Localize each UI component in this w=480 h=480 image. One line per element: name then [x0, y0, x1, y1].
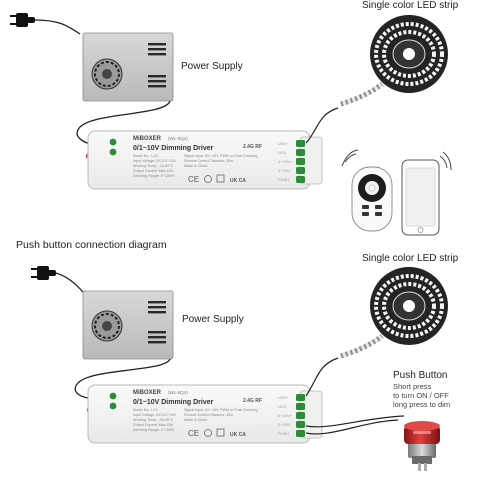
driver-spec: Remote Control Distance: 30m — [184, 413, 233, 417]
driver-spec: Input Voltage: DC12V~24V — [133, 159, 177, 163]
led-strip-reel — [340, 15, 448, 107]
psu-output-wire — [74, 358, 171, 400]
svg-text:PUSH: PUSH — [278, 177, 289, 182]
power-plug-icon — [10, 13, 35, 27]
driver-spec: Made in China — [184, 164, 207, 168]
power-plug-icon — [31, 266, 56, 280]
push-button-diagram-title: Push button connection diagram — [16, 239, 167, 251]
power-supply-unit — [82, 290, 174, 360]
push-button-instruction: long press to dim — [393, 400, 450, 409]
svg-text:0~10V+: 0~10V+ — [278, 159, 293, 164]
mains-cable — [55, 272, 84, 293]
driver-spec: Output Current: Max 10A — [133, 423, 174, 427]
driver-spec: Signal Input: 0/1~10V, PWM or Push Dimmi… — [184, 408, 257, 412]
driver-spec: Working Temp.: -20-60°C — [133, 164, 174, 168]
output-terminals — [296, 140, 305, 183]
output-terminals — [296, 394, 305, 437]
push-button-wire — [305, 419, 399, 435]
ukca-mark-icon: UK CA — [230, 178, 246, 184]
driver-freq: 2.4G RF — [243, 144, 262, 150]
push-button-icon — [404, 421, 440, 471]
svg-text:LED+: LED+ — [278, 395, 289, 400]
driver-name: 0/1~10V Dimming Driver — [133, 145, 214, 152]
push-button-title: Push Button — [393, 370, 447, 381]
output-wire — [305, 107, 339, 144]
dimming-driver: LED+ LED- 0~10V+ 0~10V- PUSH MiBOXER (WL-5Q… — [87, 130, 323, 190]
driver-spec: Made in China — [184, 418, 207, 422]
input-terminal — [109, 138, 117, 156]
push-button-instruction: Short press — [393, 382, 432, 391]
driver-spec: Dimming Range: 0~100% — [133, 174, 175, 178]
svg-text:0~10V-: 0~10V- — [278, 422, 291, 427]
driver-model: (WL-5Q4) — [168, 136, 188, 141]
push-button-instruction: to turn ON / OFF — [393, 391, 449, 400]
top-diagram: LED+ LED- 0~10V+ 0~10V- PUSH MiBOXER (WL-5Q… — [10, 0, 459, 236]
driver-brand: MiBOXER — [133, 136, 162, 142]
driver-spec: Remote Control Distance: 30m — [184, 159, 233, 163]
power-supply-label: Power Supply — [181, 61, 243, 72]
psu-output-wire — [76, 100, 171, 146]
driver-brand: MiBOXER — [133, 390, 162, 396]
driver-spec: Model No.: LS4 — [133, 408, 158, 412]
ukca-mark-icon: UK CA — [230, 432, 246, 438]
push-button-wire — [305, 415, 405, 428]
svg-text:0~10V+: 0~10V+ — [278, 413, 293, 418]
mains-cable — [34, 19, 81, 35]
remote-control-icon — [341, 149, 393, 232]
output-wire — [305, 357, 339, 397]
driver-spec: Working Temp.: -20-60°C — [133, 418, 174, 422]
svg-text:LED-: LED- — [278, 404, 288, 409]
ce-mark-icon: CE — [188, 429, 199, 438]
driver-freq: 2.4G RF — [243, 398, 262, 404]
smartphone-icon — [401, 151, 452, 236]
svg-text:LED+: LED+ — [278, 141, 289, 146]
svg-text:LED-: LED- — [278, 150, 288, 155]
bottom-diagram: Push button connection diagram Power Sup… — [16, 239, 459, 471]
led-strip-label: Single color LED strip — [362, 253, 459, 264]
power-supply-unit — [82, 32, 174, 102]
driver-name: 0/1~10V Dimming Driver — [133, 399, 214, 406]
input-terminal — [109, 392, 117, 410]
power-supply-label: Power Supply — [182, 314, 244, 325]
driver-spec: Dimming Range: 0~100% — [133, 428, 175, 432]
led-strip-reel — [340, 267, 448, 359]
driver-spec: Output Current: Max 10A — [133, 169, 174, 173]
driver-spec: Model No.: LS4 — [133, 154, 158, 158]
driver-spec: Signal Input: 0/1~10V, PWM or Push Dimmi… — [184, 154, 257, 158]
svg-text:0~10V-: 0~10V- — [278, 168, 291, 173]
svg-text:PUSH: PUSH — [278, 431, 289, 436]
driver-spec: Input Voltage: DC12V~24V — [133, 413, 177, 417]
driver-model: (WL-5Q4) — [168, 390, 188, 395]
ce-mark-icon: CE — [188, 175, 199, 184]
led-strip-label: Single color LED strip — [362, 0, 459, 11]
dimming-driver: LED+ LED- 0~10V+ 0~10V- PUSH MiBOXER (WL-5Q… — [87, 384, 323, 444]
